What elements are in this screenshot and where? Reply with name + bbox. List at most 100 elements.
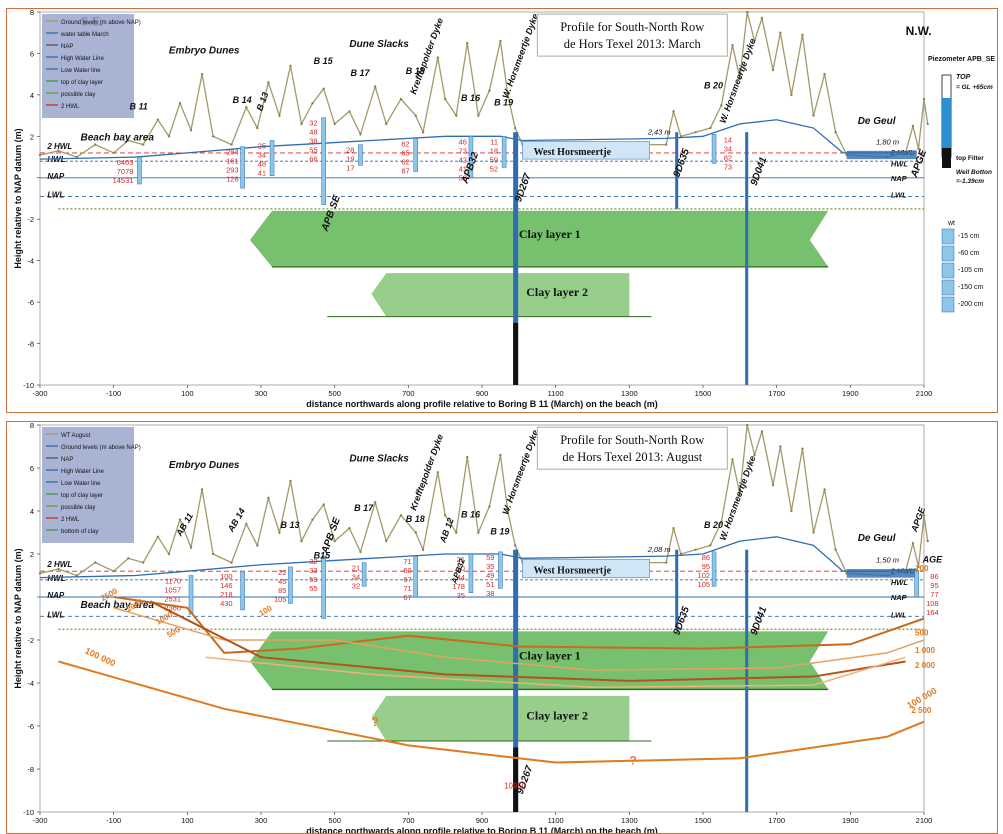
label-de-geul: De Geul bbox=[858, 533, 896, 544]
water-table-line bbox=[39, 119, 917, 160]
ground-point bbox=[466, 41, 469, 45]
boring-tube bbox=[711, 134, 717, 164]
boring-value: 35 bbox=[457, 591, 465, 600]
boring-value: 48 bbox=[309, 128, 317, 137]
ground-point bbox=[911, 124, 915, 128]
ground-point bbox=[753, 453, 756, 457]
x-tick-label: 900 bbox=[476, 389, 489, 398]
ground-point bbox=[812, 531, 815, 534]
clay-layer-1-label: Clay layer 1 bbox=[519, 648, 581, 662]
label-lwl-right: LWL bbox=[891, 610, 907, 619]
ground-point bbox=[679, 552, 683, 556]
boring-value: 17 bbox=[346, 164, 354, 173]
ground-point bbox=[300, 122, 303, 126]
y-tick-label: -2 bbox=[27, 215, 34, 224]
deep-well-1 bbox=[675, 549, 679, 630]
ground-point bbox=[455, 531, 458, 534]
ground-point bbox=[359, 550, 362, 554]
ground-point bbox=[333, 122, 336, 126]
boring-value: 71 bbox=[403, 584, 411, 593]
ground-point bbox=[779, 31, 782, 34]
ground-point bbox=[672, 110, 675, 113]
ground-point bbox=[720, 520, 723, 523]
boring-value: 178 bbox=[452, 582, 465, 591]
x-tick-label: 100 bbox=[181, 816, 194, 825]
deep-well-bottom bbox=[513, 322, 519, 385]
x-tick-label: -100 bbox=[106, 389, 121, 398]
x-tick-label: 2100 bbox=[916, 389, 933, 398]
label-dune-slacks: Dune Slacks bbox=[349, 39, 409, 50]
ground-point bbox=[385, 539, 388, 543]
x-tick-label: 1500 bbox=[695, 816, 712, 825]
x-tick-label: 1300 bbox=[621, 389, 638, 398]
ground-point bbox=[922, 514, 926, 517]
ground-point bbox=[801, 447, 804, 450]
plot-frame bbox=[39, 424, 925, 813]
deep-well-1 bbox=[675, 132, 679, 209]
boring-label: B 18 bbox=[406, 66, 425, 76]
x-tick-label: 500 bbox=[328, 816, 341, 825]
boring-value: 48 bbox=[258, 159, 266, 168]
legend-entry: 2 HWL bbox=[61, 517, 80, 523]
ground-point bbox=[373, 85, 377, 88]
boring-value: 7078 bbox=[117, 167, 134, 176]
ground-point bbox=[466, 456, 469, 459]
wt-scale-cell bbox=[941, 228, 955, 245]
wt-scale-title: wt bbox=[947, 220, 955, 227]
ground-point bbox=[779, 445, 782, 448]
ground-point bbox=[499, 453, 502, 457]
x-axis-label: distance northwards along profile relati… bbox=[306, 826, 658, 833]
boring-label: B15 bbox=[314, 550, 332, 560]
ground-point bbox=[414, 531, 417, 534]
ground-point bbox=[790, 509, 793, 513]
ground-point bbox=[477, 531, 480, 534]
wt-scale-cell bbox=[941, 262, 955, 279]
boring-tube bbox=[358, 144, 363, 166]
y-tick-label: -6 bbox=[27, 722, 34, 731]
wt-scale-label: -105 cm bbox=[958, 267, 983, 274]
conductivity-contour-3 bbox=[205, 656, 906, 689]
boring-tube bbox=[711, 551, 717, 587]
ground-point bbox=[917, 147, 920, 150]
chart-title-line: de Hors Texel 2013: March bbox=[564, 37, 702, 51]
legend-entry: Low Water line bbox=[61, 68, 101, 74]
ground-point bbox=[211, 135, 215, 138]
x-tick-label: 1100 bbox=[548, 389, 564, 398]
boring-label: B 16 bbox=[461, 93, 481, 103]
chart-title-line: Profile for South-North Row bbox=[560, 433, 704, 447]
boring-value: 34 bbox=[352, 573, 360, 582]
ground-point bbox=[94, 561, 97, 564]
ground-point bbox=[513, 544, 517, 547]
ground-point bbox=[436, 471, 439, 474]
boring-value: 59 bbox=[309, 575, 317, 584]
ground-point bbox=[455, 114, 458, 117]
y-axis-label: Height relative to NAP datum (m) bbox=[13, 128, 23, 268]
title-box bbox=[536, 13, 728, 57]
boring-value: 44 bbox=[457, 573, 465, 582]
legend-entry: possible clay bbox=[61, 92, 95, 98]
ground-point bbox=[112, 570, 115, 573]
boring-label: B 20 bbox=[704, 81, 723, 91]
ground-point bbox=[256, 544, 259, 547]
x-tick-label: 900 bbox=[476, 816, 489, 825]
x-tick-label: 1900 bbox=[842, 389, 859, 398]
contour-label-right: 2 000 bbox=[915, 661, 936, 670]
ground-point bbox=[256, 126, 259, 130]
ground-point bbox=[94, 143, 97, 146]
legend-entry: bottom of clay bbox=[61, 529, 98, 535]
ground-point bbox=[278, 114, 281, 117]
y-tick-label: 8 bbox=[30, 422, 34, 430]
boring-value: 32 bbox=[309, 119, 317, 128]
wt-scale-label: -200 cm bbox=[958, 301, 983, 308]
label-hwl-right: HWL bbox=[891, 159, 908, 168]
y-tick-label: -8 bbox=[27, 340, 34, 349]
boring-value: 86 bbox=[930, 572, 938, 581]
boring-value: 86 bbox=[702, 553, 710, 562]
ground-point bbox=[506, 509, 509, 513]
ground-point bbox=[156, 535, 160, 538]
geul-width-label: 1,80 m bbox=[876, 138, 899, 147]
piezometer-water bbox=[942, 98, 951, 148]
ground-point bbox=[812, 114, 815, 117]
ground-point bbox=[230, 561, 233, 564]
